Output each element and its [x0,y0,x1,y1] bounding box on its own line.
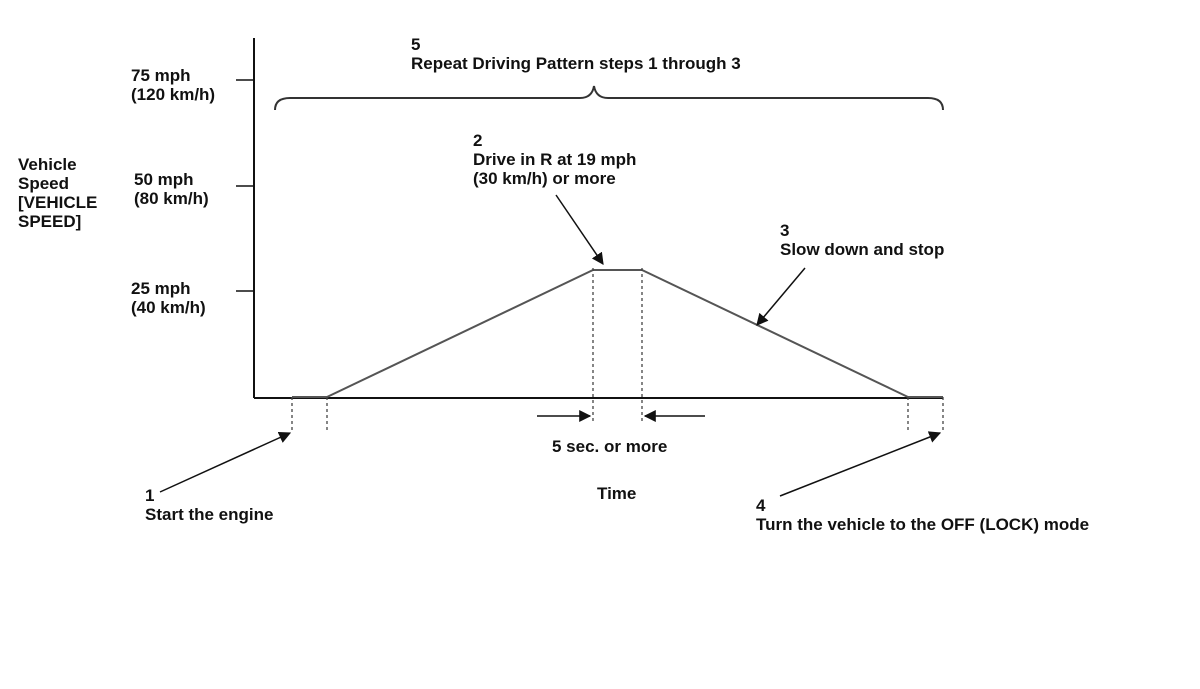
step-2-text-line-2: (30 km/h) or more [473,169,616,188]
step-4-text: Turn the vehicle to the OFF (LOCK) mode [756,515,1090,534]
y-tick-label-25: 25 mph (40 km/h) [131,279,206,317]
callout-arrow-step-3 [756,267,806,326]
y-tick-label-75: 75 mph (120 km/h) [131,66,216,104]
step-5-callout: 5 Repeat Driving Pattern steps 1 through… [411,35,741,73]
step-4-number: 4 [756,496,766,515]
hold-duration-label: 5 sec. or more [552,437,668,456]
step-2-callout: 2 Drive in R at 19 mph (30 km/h) or more [473,131,636,188]
step-1-callout: 1 Start the engine [145,486,273,524]
x-axis-title: Time [597,484,637,503]
callout-arrow-step-1 [159,431,292,493]
step-1-text: Start the engine [145,505,274,524]
speed-trace [292,269,943,398]
y-axis-title: Vehicle Speed [VEHICLE SPEED] [18,155,98,231]
step-4-callout: 4 Turn the vehicle to the OFF (LOCK) mod… [756,496,1089,534]
step-1-number: 1 [145,486,155,505]
callout-arrow-step-2 [555,194,604,265]
step-5-text: Repeat Driving Pattern steps 1 through 3 [411,54,741,73]
y-tick-label-50: 50 mph (80 km/h) [134,170,209,208]
step-3-number: 3 [780,221,790,240]
step-2-text-line-1: Drive in R at 19 mph [473,150,637,169]
repeat-brace [274,85,944,111]
step-3-callout: 3 Slow down and stop [780,221,944,259]
step-3-text: Slow down and stop [780,240,945,259]
callout-arrow-step-4 [779,431,942,497]
step-5-number: 5 [411,35,421,54]
dashed-guides [291,268,944,433]
step-2-number: 2 [473,131,483,150]
